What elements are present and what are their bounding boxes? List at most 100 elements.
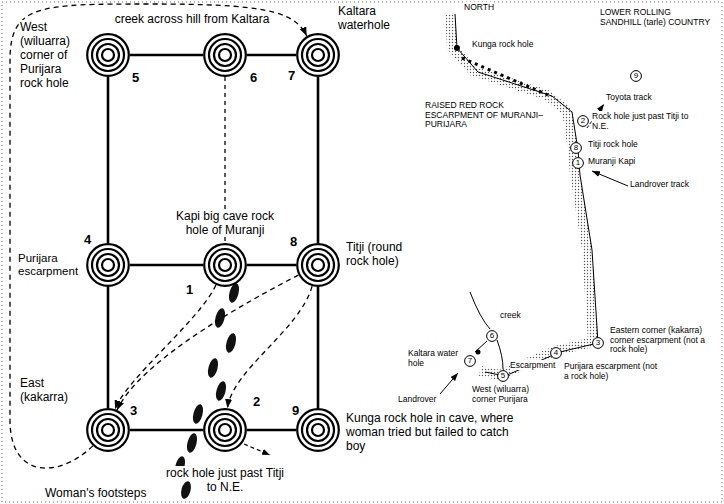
ring	[307, 44, 329, 66]
ring	[209, 249, 241, 281]
connector	[115, 285, 216, 409]
callout-number: 9	[630, 70, 642, 82]
callout-number: 9	[292, 403, 299, 418]
ring	[631, 71, 642, 82]
label-box: Purijara escarpment (not a rock hole)	[564, 362, 662, 381]
callout-number-box: 7	[288, 68, 302, 83]
connector	[130, 264, 203, 267]
site-label: rock hole just past Titji to N.E.	[166, 466, 284, 494]
map	[440, 13, 628, 394]
ring	[219, 49, 231, 61]
label-box: Kunga rock hole	[472, 40, 547, 50]
callout-number: 8	[570, 142, 582, 154]
ring	[204, 409, 246, 451]
map-site-marker: 2	[577, 115, 589, 127]
map-label: West (wiluarra) corner Purijara	[472, 384, 529, 404]
ring	[593, 338, 604, 349]
map-label: creek	[500, 310, 521, 320]
map-label: Eastern corner (kakarra) corner escarpme…	[610, 325, 705, 354]
map-label: Landrover	[398, 394, 436, 404]
map-label: Kunga rock hole	[472, 39, 533, 49]
site-label: creek across hill from Kaltara	[115, 12, 270, 26]
rock-hole-symbol: East (kakarra)3	[86, 408, 130, 452]
ring	[312, 424, 324, 436]
site-label-box: Purijara escarpment	[18, 252, 84, 279]
circle-outline	[203, 408, 247, 452]
ring	[209, 414, 241, 446]
creek-line	[470, 292, 503, 369]
ring	[87, 409, 129, 451]
label-box: Landrover track	[630, 180, 714, 190]
callout-number: 7	[288, 68, 295, 83]
ring	[102, 259, 114, 271]
map-site-marker: 8	[570, 142, 582, 154]
callout-number: 8	[290, 234, 297, 249]
connector	[247, 429, 296, 432]
label-box: Kaltara water hole	[408, 349, 460, 368]
map-label: Purijara escarpment (not a rock hole)	[564, 361, 657, 381]
label-box: Eastern corner (kakarra) corner escarpme…	[610, 326, 708, 355]
connector	[247, 54, 296, 57]
ring	[307, 419, 329, 441]
label-box: Toyota track	[606, 93, 666, 103]
map-label: Toyota track	[606, 92, 652, 102]
connector	[130, 54, 203, 57]
site-label-box: West (wiluarra) corner of Purijara rock …	[20, 20, 84, 90]
label-box: RAISED RED ROCK ESCARPMENT OF MURANJI–PU…	[425, 101, 553, 130]
circle-outline	[86, 33, 130, 77]
ring	[297, 244, 339, 286]
ring	[92, 414, 124, 446]
rock-hole-symbol: West (wiluarra) corner of Purijara rock …	[86, 33, 130, 77]
site-label: Purijara escarpment	[18, 252, 78, 277]
ring	[487, 331, 498, 342]
map-label: Kaltara water hole	[408, 348, 458, 368]
callout-number: 2	[253, 394, 260, 409]
map-site-marker: 1	[572, 157, 584, 169]
site-label: West (wiluarra) corner of Purijara rock …	[20, 20, 70, 90]
map-label: Rock hole just past Titji to N.E.	[592, 111, 688, 131]
connector	[247, 264, 296, 267]
ring	[465, 356, 476, 367]
circle-outline	[203, 33, 247, 77]
rock-hole-symbol: Titji (round rock hole)8	[296, 243, 340, 287]
label-box: West (wiluarra) corner Purijara	[472, 385, 552, 404]
map-site-marker: 6	[486, 330, 498, 342]
callout-number-box: 9	[292, 403, 306, 418]
callout-number: 3	[592, 337, 604, 349]
callout-number: 7	[464, 355, 476, 367]
map-label: RAISED RED ROCK ESCARPMENT OF MURANJI–PU…	[425, 100, 543, 129]
map-site-marker: 7	[464, 355, 476, 367]
ring	[312, 259, 324, 271]
rock-hole-symbol: Purijara escarpment4	[86, 243, 130, 287]
connector	[107, 77, 110, 243]
circle-outline	[203, 243, 247, 287]
map-label: Titji rock hole	[588, 139, 638, 149]
callout-number: 3	[130, 403, 137, 418]
ring	[578, 116, 589, 127]
ring	[312, 49, 324, 61]
ring	[204, 244, 246, 286]
site-label: Kaltara waterhole	[338, 4, 390, 32]
map-label: Landrover track	[630, 179, 689, 189]
map-site-marker: 4	[550, 347, 562, 359]
connector	[117, 275, 298, 410]
map-site-marker: 5	[497, 370, 509, 382]
callout-number: 4	[550, 347, 562, 359]
ring	[307, 254, 329, 276]
label-box: Muranji Kapi	[588, 157, 668, 167]
ring	[573, 158, 584, 169]
site-label-box: Kaltara waterhole	[338, 4, 408, 32]
site-label-box: Kunga rock hole in cave, where woman tri…	[346, 411, 522, 453]
site-label: Kunga rock hole in cave, where woman tri…	[346, 411, 513, 453]
ring	[97, 254, 119, 276]
ring	[97, 44, 119, 66]
map-site-marker: 9	[630, 70, 642, 82]
map-site-marker: 3	[592, 337, 604, 349]
ring	[302, 249, 334, 281]
callout-number-box: 6	[250, 70, 264, 85]
rock-hole-symbol: Kaltara waterhole7	[296, 33, 340, 77]
ring	[102, 49, 114, 61]
ring	[302, 414, 334, 446]
connector	[107, 287, 110, 408]
ring	[571, 143, 582, 154]
